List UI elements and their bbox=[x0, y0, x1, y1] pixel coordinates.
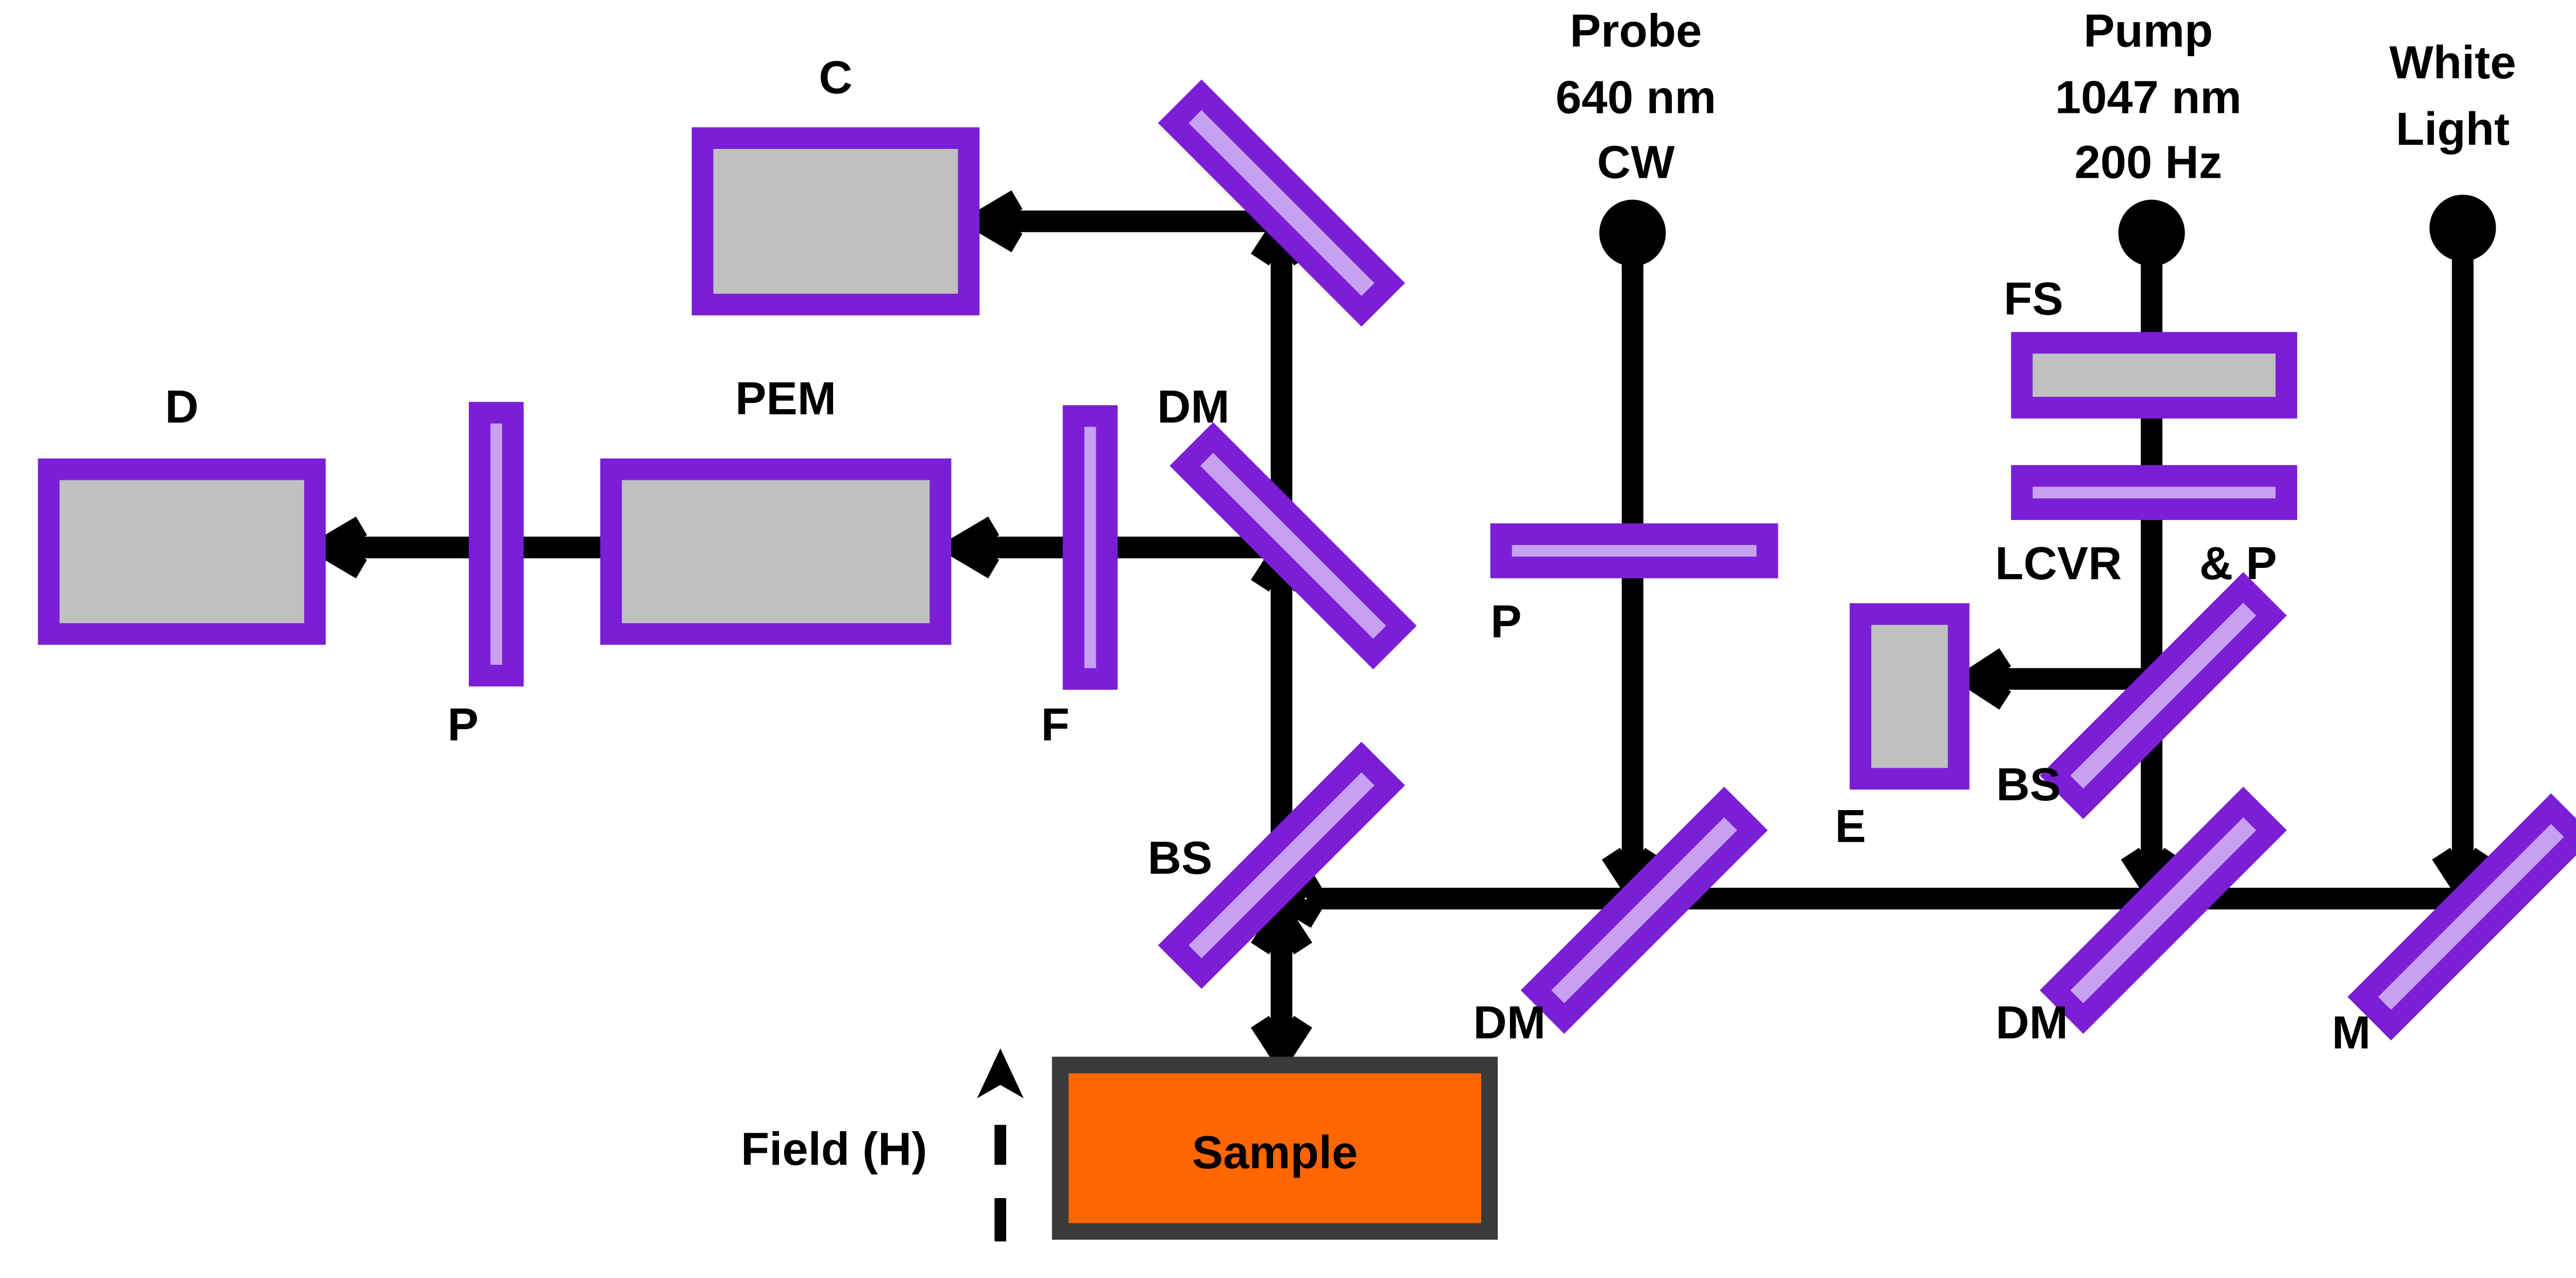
label-probe-line3: CW bbox=[1597, 137, 1675, 189]
filter bbox=[1062, 405, 1118, 690]
camera-box bbox=[691, 127, 980, 315]
white-light-source bbox=[2429, 194, 2496, 261]
polarizer-probe bbox=[1490, 523, 1778, 579]
pem-box bbox=[600, 458, 952, 645]
label-and-p: & P bbox=[2199, 537, 2277, 590]
frequency-shifter bbox=[2011, 332, 2297, 419]
mirror-white-light bbox=[2347, 793, 2576, 1041]
mirror-top-left bbox=[1158, 79, 1405, 327]
label-pump-line3: 200 Hz bbox=[2075, 137, 2222, 189]
field-arrowhead bbox=[977, 1048, 1024, 1099]
label-pump-line2: 1047 nm bbox=[2055, 72, 2242, 124]
label-detector: D bbox=[165, 381, 198, 433]
dichroic-mirror-probe bbox=[1520, 786, 1768, 1034]
label-dm-left: DM bbox=[1157, 381, 1230, 433]
label-probe-line1: Probe bbox=[1570, 5, 1702, 57]
label-filter: F bbox=[1041, 699, 1070, 751]
dichroic-mirror-left bbox=[1170, 422, 1417, 669]
lcvr-polarizer bbox=[2011, 465, 2297, 520]
arrowhead-sample-down bbox=[1250, 1016, 1312, 1075]
label-camera: C bbox=[819, 52, 852, 104]
arrowhead-camera bbox=[959, 190, 1023, 253]
label-field: Field (H) bbox=[741, 1123, 927, 1175]
label-bs-left: BS bbox=[1148, 832, 1213, 884]
label-probe-line2: 640 nm bbox=[1555, 72, 1716, 124]
label-dm-pump: DM bbox=[1995, 997, 2068, 1049]
arrowhead-sample-up bbox=[1250, 895, 1312, 955]
beamsplitter-left bbox=[1158, 742, 1405, 989]
label-pump-line1: Pump bbox=[2083, 5, 2213, 57]
pump-source bbox=[2118, 199, 2185, 266]
label-mirror: M bbox=[2332, 1006, 2370, 1058]
field-arrow bbox=[977, 1048, 1024, 1241]
polarizer-left bbox=[468, 401, 524, 687]
beamsplitter-pump bbox=[2040, 572, 2287, 819]
energy-meter-box bbox=[1850, 603, 1970, 790]
detector-box bbox=[38, 458, 326, 645]
label-pem: PEM bbox=[735, 373, 836, 425]
label-energy-meter: E bbox=[1835, 800, 1866, 852]
label-sample: Sample bbox=[1192, 1126, 1358, 1179]
label-dm-probe: DM bbox=[1473, 997, 1546, 1049]
label-polarizer-probe: P bbox=[1490, 596, 1521, 648]
probe-source bbox=[1599, 199, 1666, 266]
optics bbox=[468, 79, 2576, 1041]
dichroic-mirror-pump bbox=[2040, 786, 2287, 1034]
label-white-line1: White bbox=[2389, 37, 2516, 89]
label-white-line2: Light bbox=[2396, 103, 2510, 155]
label-fs: FS bbox=[2004, 273, 2063, 325]
arrowhead-reference bbox=[1952, 648, 2011, 710]
label-lcvr: LCVR bbox=[1995, 537, 2122, 590]
arrowhead-pem bbox=[936, 516, 999, 579]
sample-box bbox=[1052, 1056, 1498, 1240]
label-bs-pump: BS bbox=[1996, 759, 2061, 811]
label-polarizer-left: P bbox=[448, 699, 479, 751]
